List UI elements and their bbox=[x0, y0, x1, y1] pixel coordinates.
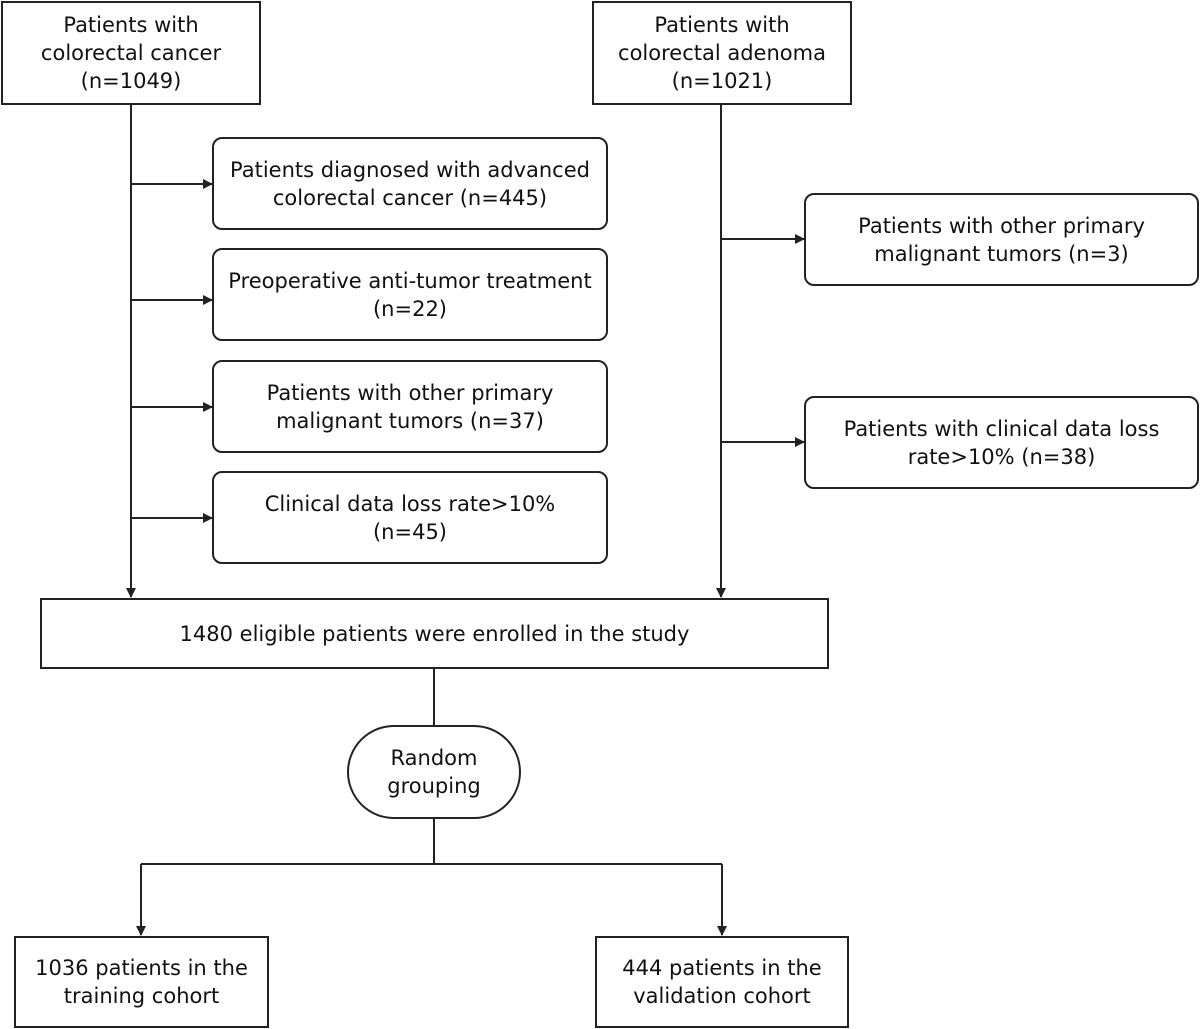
crc-exclusion-box-1: Patients diagnosed with advanced colorec… bbox=[212, 137, 608, 230]
random-grouping-label: Random grouping bbox=[387, 746, 481, 798]
training-cohort-box: 1036 patients in the training cohort bbox=[14, 936, 269, 1028]
crc-source-label: Patients with colorectal cancer (n=1049) bbox=[40, 13, 222, 93]
adenoma-exclusion-label-1: Patients with other primary malignant tu… bbox=[858, 213, 1145, 266]
adenoma-exclusion-box-2: Patients with clinical data loss rate>10… bbox=[804, 396, 1199, 489]
crc-exclusion-label-4: Clinical data loss rate>10% (n=45) bbox=[264, 491, 556, 544]
validation-cohort-label: 444 patients in the validation cohort bbox=[622, 956, 822, 1008]
crc-exclusion-box-3: Patients with other primary malignant tu… bbox=[212, 360, 608, 453]
crc-exclusion-box-2: Preoperative anti-tumor treatment (n=22) bbox=[212, 248, 608, 341]
training-cohort-label: 1036 patients in the training cohort bbox=[35, 956, 248, 1008]
adenoma-source-box: Patients with colorectal adenoma (n=1021… bbox=[592, 1, 852, 105]
crc-exclusion-box-4: Clinical data loss rate>10% (n=45) bbox=[212, 471, 608, 564]
random-grouping-node: Random grouping bbox=[347, 725, 521, 819]
enrolled-box: 1480 eligible patients were enrolled in … bbox=[40, 598, 829, 669]
crc-exclusion-label-3: Patients with other primary malignant tu… bbox=[266, 380, 554, 433]
crc-source-box: Patients with colorectal cancer (n=1049) bbox=[1, 1, 261, 105]
validation-cohort-box: 444 patients in the validation cohort bbox=[595, 936, 849, 1028]
adenoma-exclusion-label-2: Patients with clinical data loss rate>10… bbox=[843, 416, 1160, 469]
enrolled-label: 1480 eligible patients were enrolled in … bbox=[179, 621, 690, 646]
adenoma-source-label: Patients with colorectal adenoma (n=1021… bbox=[618, 13, 826, 93]
crc-exclusion-label-1: Patients diagnosed with advanced colorec… bbox=[230, 157, 590, 210]
adenoma-exclusion-box-1: Patients with other primary malignant tu… bbox=[804, 193, 1199, 286]
crc-exclusion-label-2: Preoperative anti-tumor treatment (n=22) bbox=[228, 268, 592, 321]
